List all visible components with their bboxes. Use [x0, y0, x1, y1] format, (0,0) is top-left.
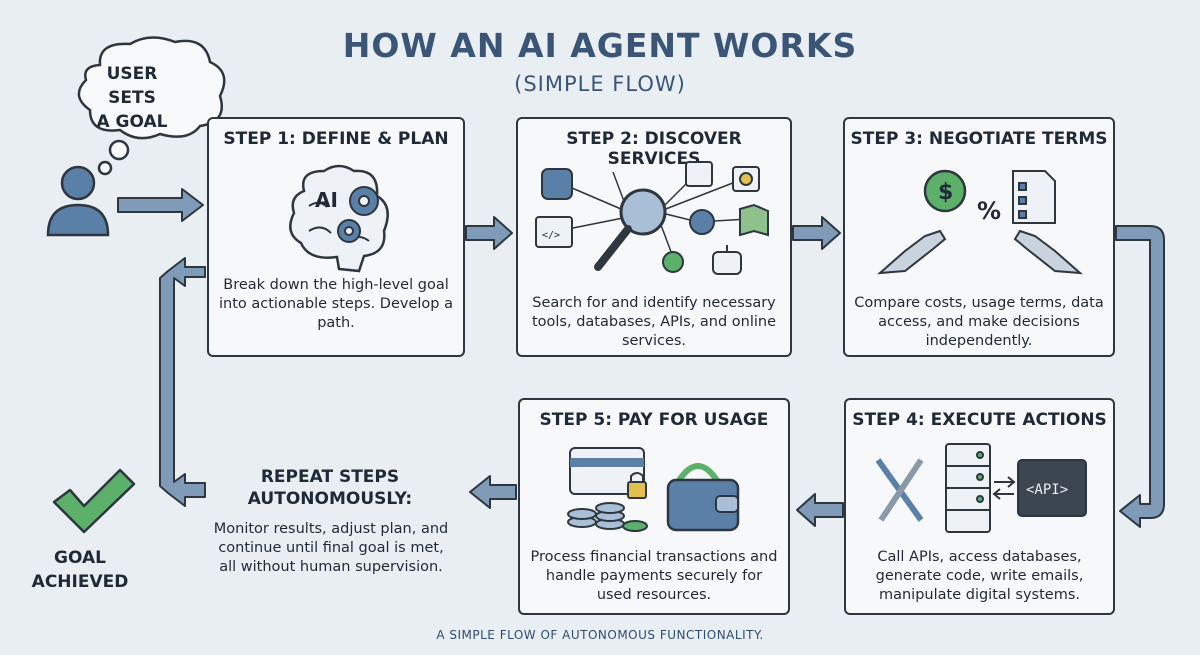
discovery-network-icon: </>: [535, 161, 769, 275]
bubble-line-2: A GOAL: [96, 112, 168, 132]
step-3-desc: Compare costs, usage terms, data access,…: [854, 295, 1104, 349]
step-4-desc: Call APIs, access databases, generate co…: [875, 549, 1084, 603]
step-3-card: STEP 3: NEGOTIATE TERMS $ % Compare cost…: [843, 117, 1115, 357]
wallet-icon: [666, 463, 740, 532]
step-4-card: STEP 4: EXECUTE ACTIONS <API> Call APIs,…: [844, 398, 1115, 615]
repeat-steps-heading: REPEAT STEPS AUTONOMOUSLY:: [230, 466, 430, 510]
footer-caption: A SIMPLE FLOW OF AUTONOMOUS FUNCTIONALIT…: [436, 628, 764, 642]
credit-card-icon: [569, 447, 645, 495]
robot-hand-left-icon: [877, 229, 947, 275]
percent-symbol: %: [977, 197, 1001, 225]
api-label: <API>: [1026, 482, 1068, 498]
step-5-desc: Process financial transactions and handl…: [530, 549, 778, 603]
step-2-card: STEP 2: DISCOVER SERVICES </>: [516, 117, 792, 357]
search-icon: [594, 188, 667, 271]
step-1-card: STEP 1: DEFINE & PLAN AI Break down the …: [207, 117, 465, 357]
brain-ai-label: AI: [315, 188, 338, 212]
brain-gears-icon: AI: [289, 164, 389, 273]
execute-actions-icon: <API>: [875, 443, 1087, 533]
step-5-card: STEP 5: PAY FOR USAGE Process financial …: [518, 398, 790, 615]
negotiation-icon: $ %: [877, 169, 1083, 275]
step-1-title: STEP 1: DEFINE & PLAN: [223, 129, 449, 149]
code-window-icon: </>: [535, 216, 573, 248]
weather-icon: [732, 166, 760, 192]
code-window-label: </>: [542, 230, 560, 241]
checkmark-icon: [52, 468, 136, 534]
server-rack-icon: [945, 443, 991, 533]
loop-arrow-goal-step1: [159, 257, 206, 507]
arrow-user-to-step1: [117, 188, 204, 222]
tools-icon: [875, 458, 924, 522]
dollar-symbol: $: [938, 180, 953, 205]
page-subtitle: (SIMPLE FLOW): [514, 72, 686, 96]
calendar-icon: [685, 161, 713, 187]
repeat-steps-desc: Monitor results, adjust plan, and contin…: [213, 521, 449, 575]
thought-bubble: [77, 36, 226, 176]
map-icon: [739, 203, 769, 237]
goal-achieved-label: GOAL ACHIEVED: [30, 546, 130, 594]
payment-icon: [567, 447, 740, 532]
step-1-desc: Break down the high-level goal into acti…: [219, 277, 453, 331]
arrow-step3-to-step4: [1115, 225, 1165, 528]
arrow-step1-to-step2: [465, 216, 513, 250]
robot-hand-right-icon: [1013, 229, 1083, 275]
bubble-line-1: USER SETS: [106, 64, 158, 108]
checklist-document-icon: [1012, 170, 1056, 224]
step-5-title: STEP 5: PAY FOR USAGE: [539, 410, 769, 430]
goal-line-2: ACHIEVED: [31, 572, 129, 592]
page-title: HOW AN AI AGENT WORKS: [342, 26, 858, 65]
bubble-text: USER SETS A GOAL: [82, 62, 182, 134]
database-icon: [541, 168, 573, 200]
step-3-title: STEP 3: NEGOTIATE TERMS: [850, 129, 1108, 149]
bot-face-icon: [689, 209, 715, 235]
arrow-step5-to-repeat: [469, 475, 517, 509]
padlock-icon: [627, 472, 647, 499]
step-4-title: STEP 4: EXECUTE ACTIONS: [852, 410, 1107, 430]
repeat-heading-line-1: REPEAT STEPS: [260, 467, 400, 487]
repeat-heading-line-2: AUTONOMOUSLY:: [247, 489, 413, 509]
gear-icon: [337, 186, 379, 243]
dollar-coin-icon: $: [923, 169, 967, 213]
network-node-icon: [662, 251, 684, 273]
arrow-step2-to-step3: [792, 216, 841, 250]
api-terminal-icon: <API>: [1017, 459, 1087, 517]
step-2-title: STEP 2: DISCOVER SERVICES: [566, 129, 742, 169]
step-2-desc: Search for and identify necessary tools,…: [531, 295, 777, 349]
user-icon: [46, 165, 110, 237]
arrow-step4-to-step5: [796, 493, 844, 527]
coin-stack-icon: [567, 502, 648, 532]
goal-line-1: GOAL: [54, 548, 106, 568]
robot-icon: [712, 245, 742, 275]
